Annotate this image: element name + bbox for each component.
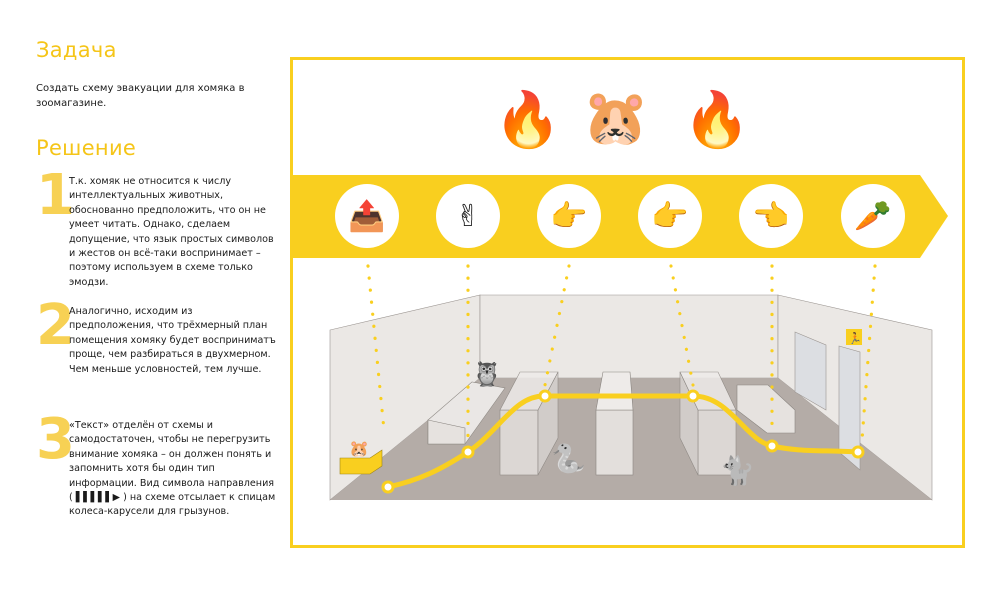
task-text: Создать схему эвакуации для хомяка в зоо… bbox=[36, 83, 245, 109]
dotted-guide bbox=[860, 264, 877, 442]
owl-icon: 🦉 bbox=[472, 360, 502, 388]
fire-icon: 🔥 bbox=[494, 88, 562, 151]
cat-icon: 🐈 bbox=[720, 454, 755, 487]
outbox-tray-icon: 📤 bbox=[348, 198, 386, 234]
victory-hand-icon: ✌ bbox=[455, 198, 481, 234]
evacuation-scheme-frame bbox=[290, 57, 965, 548]
route-waypoint bbox=[765, 439, 779, 453]
counter-left-front bbox=[427, 419, 466, 445]
route-waypoint bbox=[381, 480, 395, 494]
exit-door bbox=[838, 345, 861, 471]
hamster-icon: 🐹 bbox=[582, 86, 650, 149]
dotted-guide bbox=[669, 264, 695, 387]
route-waypoint bbox=[851, 445, 865, 459]
step-text: «Текст» отделён от схемы и самодостаточе… bbox=[69, 420, 276, 518]
dotted-guides bbox=[366, 264, 877, 442]
task-heading: Задача bbox=[36, 38, 117, 62]
carrot-icon: 🥕 bbox=[854, 198, 892, 234]
step-text: Т.к. хомяк не относится к числу интеллек… bbox=[69, 176, 274, 288]
step-text: Аналогично, исходим из предположения, чт… bbox=[69, 306, 276, 375]
exit-sign-runner-icon: 🏃 bbox=[848, 332, 862, 345]
fire-icon: 🔥 bbox=[683, 88, 751, 151]
snake-icon: 🐍 bbox=[551, 442, 586, 475]
hamster-in-box-icon: 🐹 bbox=[349, 439, 369, 458]
route-waypoint bbox=[461, 445, 475, 459]
route-step-carrot: 🥕 bbox=[841, 184, 905, 248]
counter-right bbox=[736, 384, 796, 434]
point-right-icon: 👉 bbox=[651, 198, 689, 234]
route-step-point-right: 👉 bbox=[537, 184, 601, 248]
step-number: 2 bbox=[36, 293, 75, 358]
point-left-icon: 👈 bbox=[752, 198, 790, 234]
hamster-box bbox=[339, 449, 383, 475]
route-step-victory-hand: ✌ bbox=[436, 184, 500, 248]
point-right-icon: 👉 bbox=[550, 198, 588, 234]
back-wall bbox=[479, 294, 779, 379]
step-number: 1 bbox=[36, 163, 75, 228]
route-step-outbox: 📤 bbox=[335, 184, 399, 248]
dotted-guide bbox=[543, 264, 571, 387]
step-number: 3 bbox=[36, 407, 75, 472]
route-waypoint bbox=[538, 389, 552, 403]
solution-heading: Решение bbox=[36, 136, 137, 160]
route-waypoints bbox=[381, 389, 865, 494]
shelf-2 bbox=[595, 371, 634, 476]
route-step-point-left: 👈 bbox=[739, 184, 803, 248]
evacuation-route bbox=[387, 393, 859, 490]
route-step-point-right-2: 👉 bbox=[638, 184, 702, 248]
window bbox=[794, 331, 827, 411]
route-waypoint bbox=[686, 389, 700, 403]
exit-sign bbox=[846, 329, 862, 345]
